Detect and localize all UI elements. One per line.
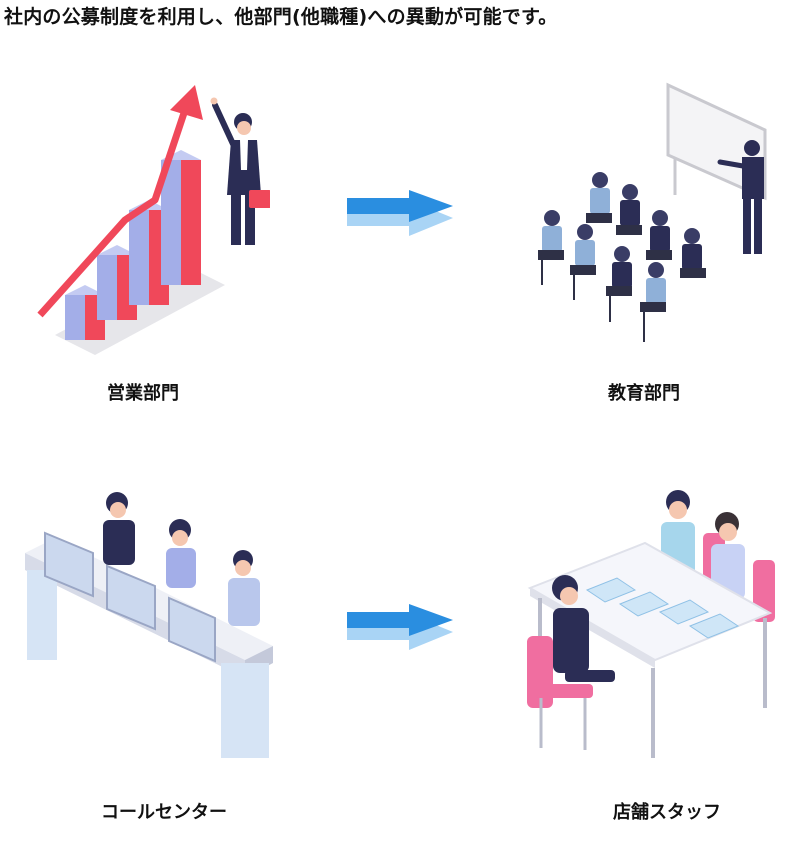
right-arrow-icon [347, 190, 457, 242]
call-center-illustration [25, 488, 275, 763]
sales-growth-illustration [35, 80, 270, 360]
department-label-education: 教育部門 [608, 383, 680, 404]
store-staff-meeting-illustration [525, 488, 780, 768]
page-title: 社内の公募制度を利用し、他部門(他職種)への異動が可能です。 [4, 6, 558, 28]
department-label-store-staff: 店舗スタッフ [613, 802, 721, 823]
right-arrow-icon [347, 604, 457, 656]
department-label-sales: 営業部門 [107, 383, 179, 404]
training-classroom-illustration [530, 80, 770, 360]
department-label-call-center: コールセンター [101, 802, 227, 823]
